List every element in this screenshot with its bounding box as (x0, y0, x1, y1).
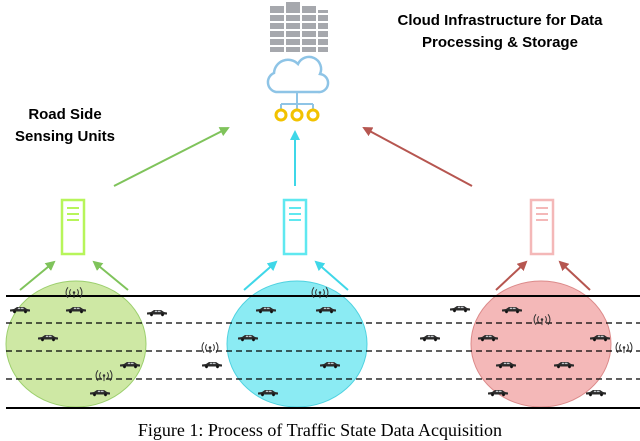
car-icon (202, 362, 222, 369)
red-sensing-zone (470, 280, 612, 408)
red-zone-arrow-left (495, 260, 528, 291)
red-zone-arrow-right (558, 260, 591, 291)
green-zone-arrow-right (92, 260, 129, 291)
figure-caption: Figure 1: Process of Traffic State Data … (137, 420, 503, 440)
car-icon (147, 310, 167, 317)
rsu-label-line-2: Sensing Units (14, 128, 115, 145)
green-uplink-arrow (113, 127, 230, 187)
cloud-title-line-1: Cloud Infrastructure for Data (397, 12, 603, 29)
road-side-units-label: Road Side Sensing Units (0, 104, 130, 148)
server-rack-icon (266, 2, 330, 54)
cyan-sensing-zone (226, 280, 368, 408)
car-icon (420, 335, 440, 342)
cyan-zone-arrow-left (243, 260, 278, 291)
rsu-server-icon (282, 198, 308, 256)
rsu-label-line-1: Road Side (28, 106, 102, 123)
red-uplink-arrow (362, 127, 473, 187)
green-zone-arrow-left (19, 260, 56, 291)
cloud-network-icon (266, 55, 330, 122)
cloud-infrastructure-title: Cloud Infrastructure for Data Processing… (360, 10, 640, 54)
rsu-server-icon (60, 198, 86, 256)
car-icon (586, 390, 606, 397)
green-sensing-zone (5, 280, 147, 408)
rsu-server-icon (529, 198, 555, 256)
cyan-zone-arrow-right (314, 260, 349, 291)
cloud-title-line-2: Processing & Storage (422, 34, 578, 51)
car-icon (450, 306, 470, 313)
wireless-signal-icon (201, 341, 219, 354)
